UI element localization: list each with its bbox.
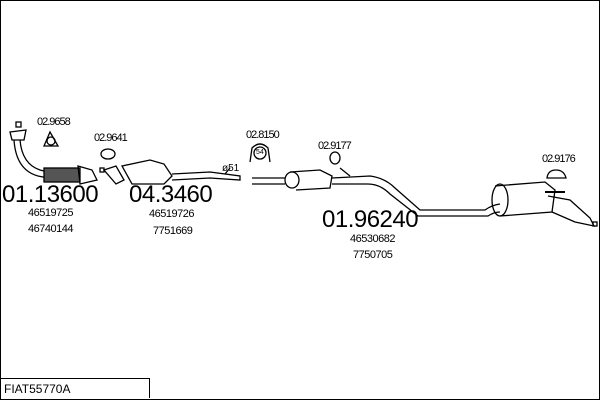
part-number: 01.13600 xyxy=(2,181,99,208)
hanger-02-9176 xyxy=(546,169,567,179)
part-number: 01.96240 xyxy=(322,206,419,233)
oem-number: 7751669 xyxy=(153,225,193,237)
accessory-label: 02.9176 xyxy=(542,153,576,165)
front-pipe-drawing xyxy=(9,121,98,185)
oem-number: 7750705 xyxy=(353,249,393,261)
accessory-label: 02.9641 xyxy=(94,132,128,144)
part-number: 04.3460 xyxy=(129,181,213,208)
accessory-label: 02.8150 xyxy=(246,129,280,141)
oem-number: 46519725 xyxy=(28,207,73,219)
oem-number: 46740144 xyxy=(28,223,73,235)
catalyst-drawing xyxy=(99,159,241,185)
clamp-size-label: 54 xyxy=(256,149,264,156)
diagram-code-box: FIAT55770A xyxy=(0,378,150,398)
diagram-code: FIAT55770A xyxy=(4,382,71,396)
gasket-02-9641 xyxy=(100,148,116,160)
mount-02-9177 xyxy=(329,151,341,165)
accessory-label: 02.9177 xyxy=(318,140,352,152)
gasket-02-9658 xyxy=(43,130,60,147)
oem-number: 46530682 xyxy=(350,233,395,245)
pipe-diameter-label: ø51 xyxy=(222,163,240,174)
mid-rear-pipe-drawing xyxy=(252,167,598,227)
oem-number: 46519726 xyxy=(149,208,194,220)
clamp-02-8150 xyxy=(249,143,271,163)
accessory-label: 02.9658 xyxy=(37,116,71,128)
